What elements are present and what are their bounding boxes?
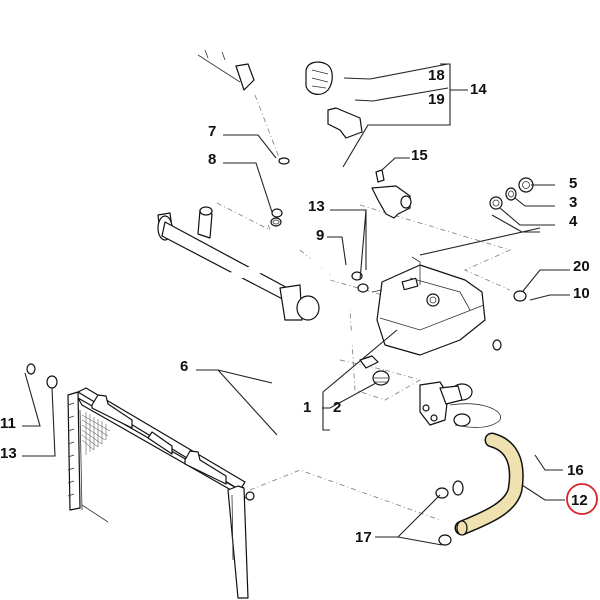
hose-9 (320, 264, 453, 375)
radiator (67, 387, 255, 599)
label-20[interactable]: 20 (573, 258, 590, 275)
clamp-8 (270, 217, 282, 227)
label-15[interactable]: 15 (411, 147, 428, 164)
bolt-15 (375, 169, 385, 183)
hose-12-highlighted (454, 432, 524, 536)
label-5[interactable]: 5 (569, 175, 577, 192)
bracket-19 (327, 107, 363, 139)
nut-5 (518, 177, 534, 193)
washer-4 (489, 196, 503, 210)
label-13-top[interactable]: 13 (308, 198, 325, 215)
clamps-13-top (351, 271, 369, 293)
valve-bracket (371, 185, 412, 219)
label-14[interactable]: 14 (470, 81, 487, 98)
clamp-18 (305, 61, 333, 95)
label-2[interactable]: 2 (333, 399, 341, 416)
label-17[interactable]: 17 (355, 529, 372, 546)
label-19[interactable]: 19 (428, 91, 445, 108)
hose-16 (452, 380, 537, 496)
label-1[interactable]: 1 (303, 399, 311, 416)
label-6[interactable]: 6 (180, 358, 188, 375)
washer-3 (505, 187, 517, 201)
clamp-20 (513, 290, 527, 302)
label-3[interactable]: 3 (569, 194, 577, 211)
label-4[interactable]: 4 (569, 213, 578, 230)
label-13-left[interactable]: 13 (0, 445, 17, 462)
thermostat-housing (419, 381, 501, 428)
label-11[interactable]: 11 (0, 415, 16, 432)
label-10[interactable]: 10 (573, 285, 590, 302)
hose-14 (197, 49, 389, 202)
water-pipe (157, 206, 320, 321)
label-18[interactable]: 18 (428, 67, 445, 84)
hose-6 (277, 349, 331, 468)
label-9[interactable]: 9 (316, 227, 324, 244)
part-labels: 18 19 14 15 5 3 4 20 10 7 8 13 9 6 11 13… (0, 67, 590, 546)
leader-lines (22, 63, 570, 546)
cap-2 (359, 355, 390, 386)
hose-11 (12, 258, 335, 375)
hose-10 (492, 296, 556, 351)
expansion-reservoir (371, 256, 486, 356)
label-16[interactable]: 16 (567, 462, 584, 479)
label-7[interactable]: 7 (208, 123, 216, 140)
radiator-core-mesh (81, 412, 111, 455)
label-12[interactable]: 12 (571, 492, 588, 509)
highlight-callout-ring (566, 483, 598, 515)
hose-7 (271, 157, 295, 218)
label-8[interactable]: 8 (208, 151, 216, 168)
clamp-13-left (46, 375, 58, 389)
